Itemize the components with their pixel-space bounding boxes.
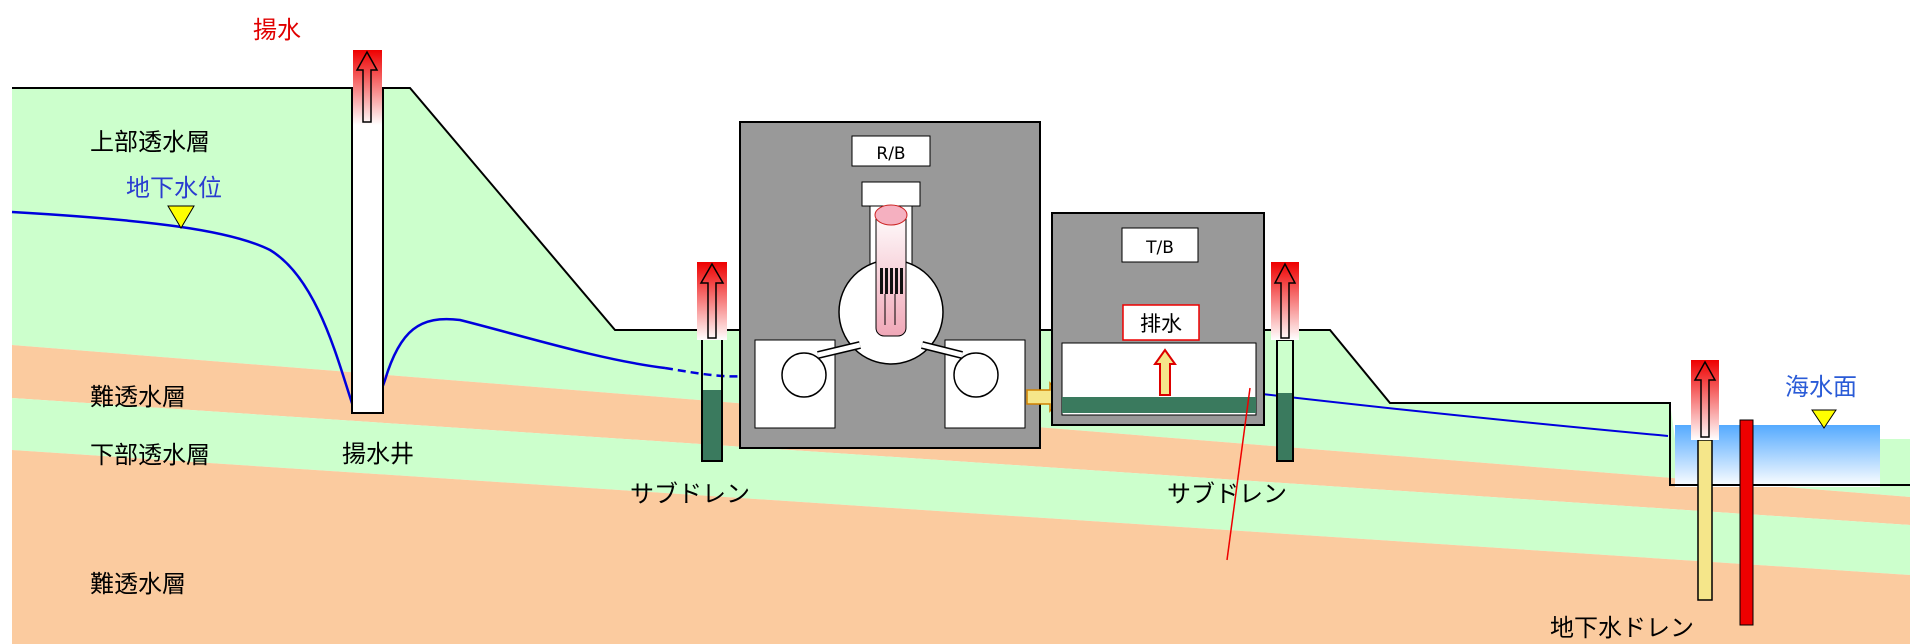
groundwater-level-marker-icon bbox=[167, 205, 195, 229]
groundwater-level-label: 地下水位 bbox=[126, 174, 222, 202]
subdrain-1-arrow-icon bbox=[699, 262, 725, 339]
sea-level-marker-icon bbox=[1811, 409, 1837, 429]
aquitard-lower-label: 難透水層 bbox=[90, 570, 186, 598]
pumping-well-label: 揚水井 bbox=[342, 440, 414, 468]
pumping-well bbox=[351, 87, 384, 414]
sea-level-label: 海水面 bbox=[1785, 373, 1857, 401]
turbine-basement-water bbox=[1062, 397, 1256, 413]
drainage-arrow-icon bbox=[1153, 348, 1177, 396]
lower-aquifer-label: 下部透水層 bbox=[90, 441, 210, 469]
upper-aquifer-layer bbox=[12, 88, 1910, 497]
aquitard-upper-label: 難透水層 bbox=[90, 383, 186, 411]
subdrain-2-arrow-icon bbox=[1273, 262, 1297, 339]
impermeable-wall bbox=[1739, 419, 1754, 626]
reactor-building-label-box bbox=[851, 135, 931, 167]
drainage-label-box bbox=[1122, 304, 1200, 341]
groundwater-drain-arrow-icon bbox=[1693, 360, 1717, 438]
turbine-building-label: T/B bbox=[1145, 238, 1174, 258]
groundwater-level-line-east bbox=[1261, 393, 1669, 437]
fuel-rods-icon bbox=[880, 268, 903, 294]
reactor-top-cap bbox=[861, 181, 921, 207]
pumping-well-arrow-icon bbox=[355, 50, 379, 123]
reactor-building-label: R/B bbox=[876, 144, 905, 164]
subdrain-1-label: サブドレン bbox=[630, 480, 750, 508]
subdrain-2-arrow-bg bbox=[1271, 262, 1299, 340]
subdrain-2-label: サブドレン bbox=[1167, 480, 1287, 508]
subdrain-1-arrow-bg bbox=[697, 262, 727, 340]
groundwater-drain-label: 地下水ドレン bbox=[1550, 614, 1694, 642]
aquitard-layer-lower bbox=[12, 450, 1910, 644]
subdrain-1-water bbox=[702, 390, 722, 461]
groundwater-drain-pipe bbox=[1697, 439, 1713, 601]
lower-aquifer-layer bbox=[12, 398, 1910, 575]
ground-surface-line bbox=[12, 87, 1910, 486]
groundwater-drain-arrow-bg bbox=[1691, 360, 1719, 440]
upper-aquifer-label: 上部透水層 bbox=[90, 128, 210, 156]
pumping-label: 揚水 bbox=[253, 16, 301, 44]
turbine-building-label-box bbox=[1121, 227, 1199, 263]
groundwater-level-dashed bbox=[664, 366, 746, 378]
drainage-label: 排水 bbox=[1140, 312, 1182, 336]
pumping-well-arrow-bg bbox=[353, 50, 382, 125]
subdrain-2-water bbox=[1277, 393, 1293, 461]
callout-line bbox=[1226, 387, 1251, 561]
